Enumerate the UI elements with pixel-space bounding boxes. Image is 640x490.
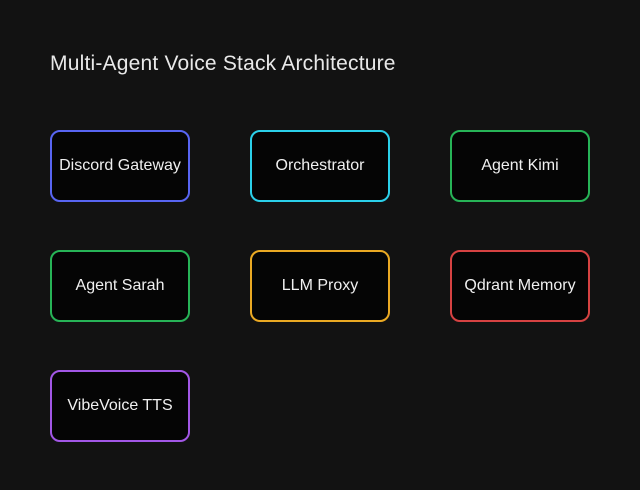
node-label: Orchestrator bbox=[275, 157, 365, 174]
node-label: Discord Gateway bbox=[59, 157, 181, 174]
node-discord-gateway[interactable]: Discord Gateway bbox=[50, 130, 190, 202]
node-label: Qdrant Memory bbox=[464, 277, 576, 294]
node-label: LLM Proxy bbox=[281, 277, 359, 294]
node-agent-sarah[interactable]: Agent Sarah bbox=[50, 250, 190, 322]
node-label: Agent Sarah bbox=[75, 277, 165, 294]
node-vibevoice-tts[interactable]: VibeVoice TTS bbox=[50, 370, 190, 442]
node-agent-kimi[interactable]: Agent Kimi bbox=[450, 130, 590, 202]
node-label: Agent Kimi bbox=[481, 157, 559, 174]
node-orchestrator[interactable]: Orchestrator bbox=[250, 130, 390, 202]
diagram-title: Multi-Agent Voice Stack Architecture bbox=[50, 52, 396, 75]
node-llm-proxy[interactable]: LLM Proxy bbox=[250, 250, 390, 322]
node-grid: Discord Gateway Orchestrator Agent Kimi … bbox=[50, 130, 590, 442]
node-qdrant-memory[interactable]: Qdrant Memory bbox=[450, 250, 590, 322]
node-label: VibeVoice TTS bbox=[67, 397, 173, 414]
